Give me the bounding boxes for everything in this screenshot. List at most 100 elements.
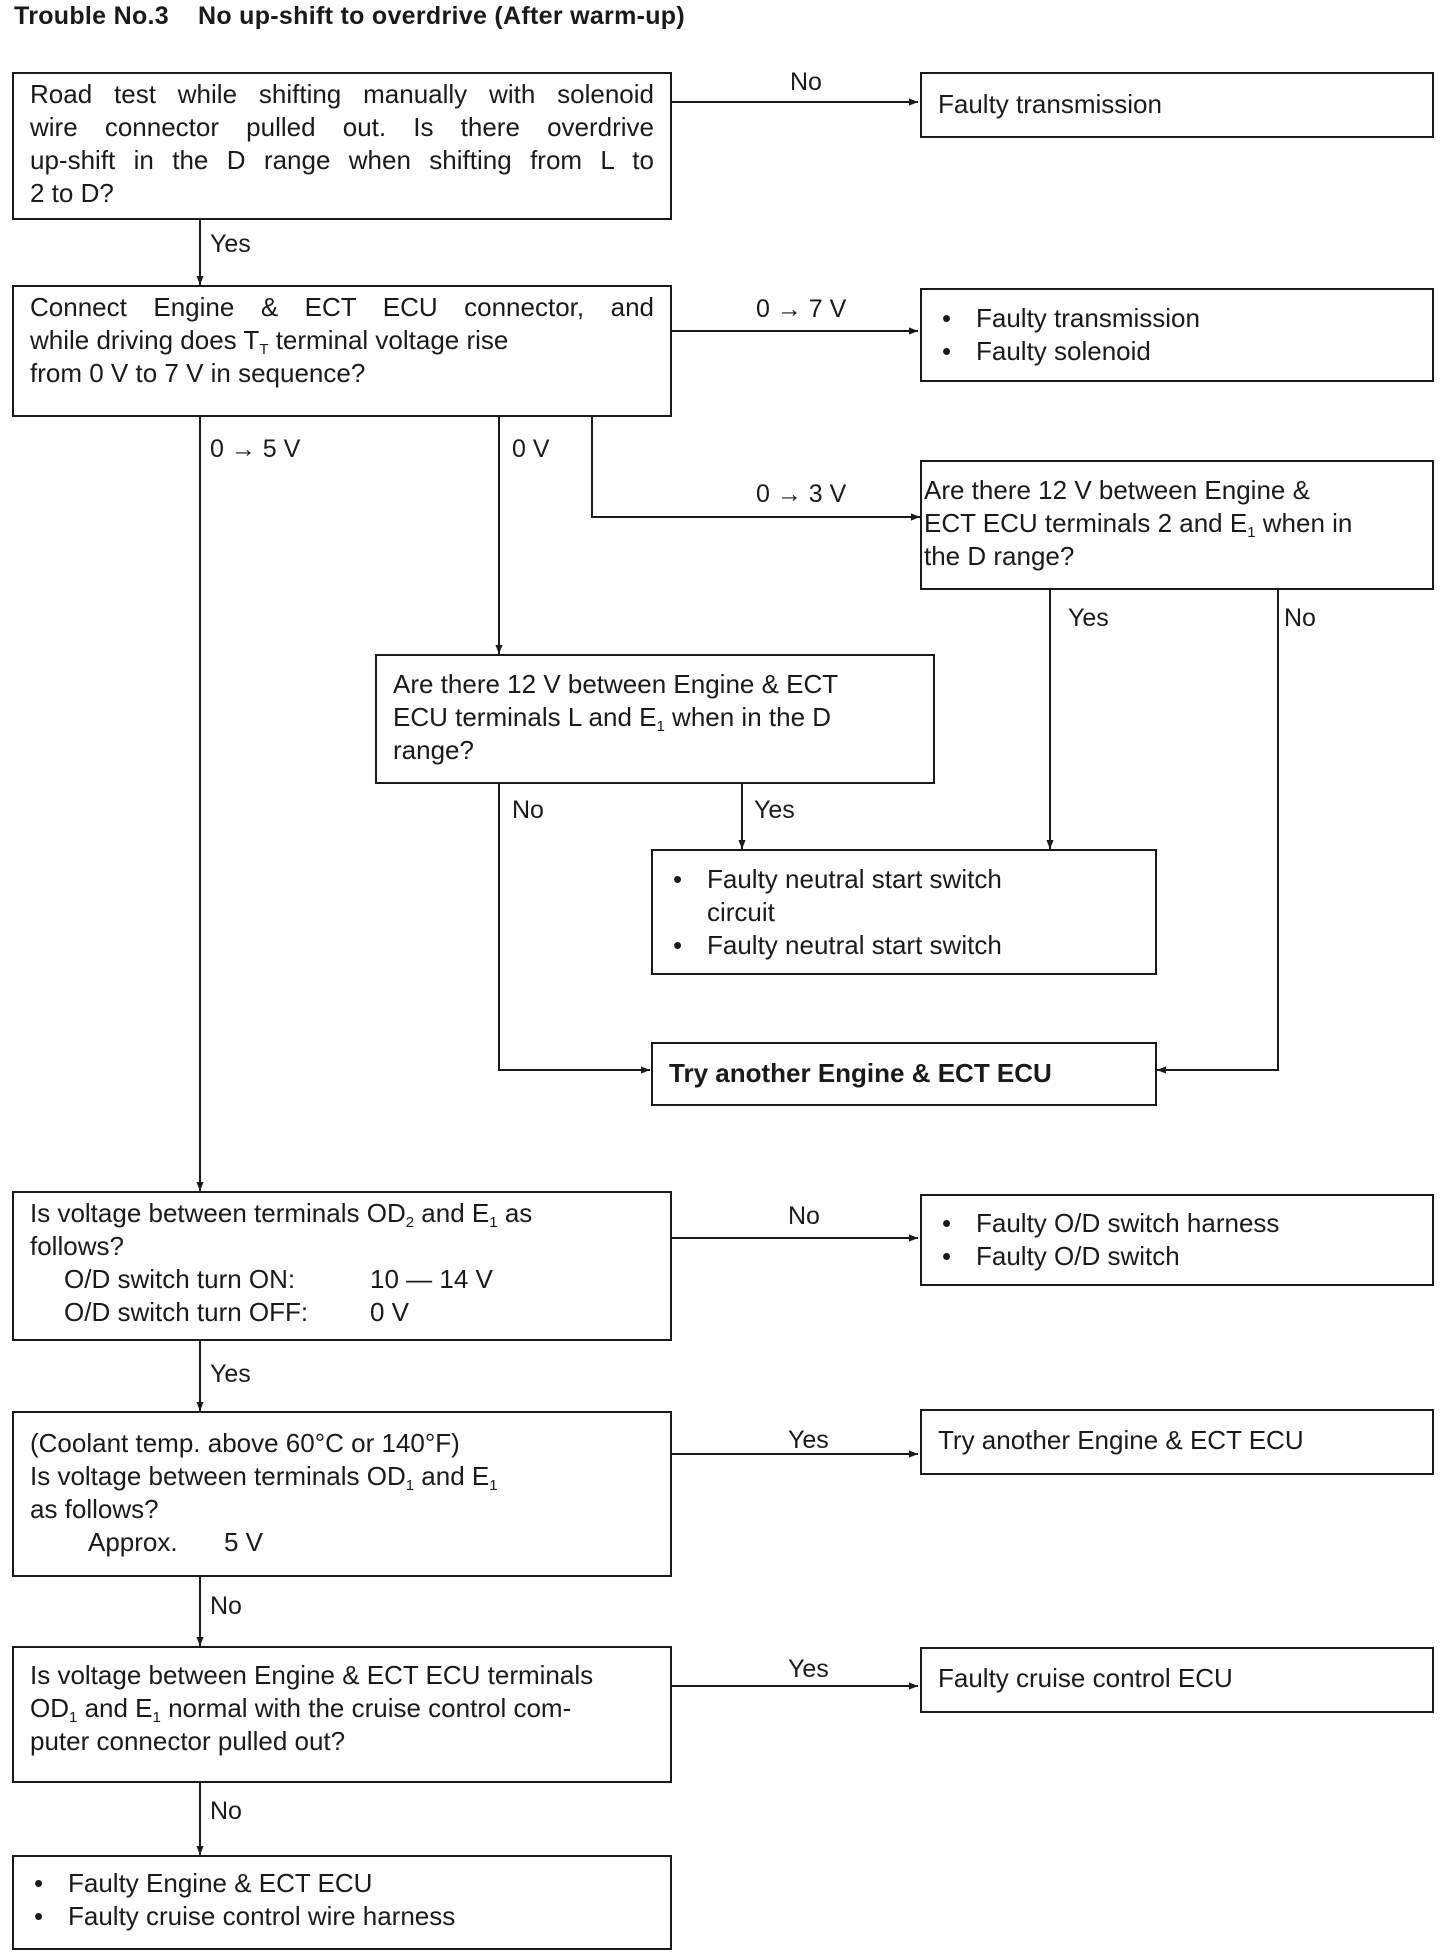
question-box-road-test: Road test while shifting manually with s… (12, 72, 672, 220)
box-text-line: 2 to D? (30, 178, 114, 208)
edge-q3-no (1158, 590, 1279, 1071)
edge-label-q6-no: No (210, 1592, 242, 1620)
box-text-line: Faulty cruise control ECU (938, 1663, 1233, 1693)
edge-label-q7-no: No (210, 1797, 242, 1825)
question-box-terminal-l: Are there 12 V between Engine & ECT ECU … (375, 654, 935, 784)
text-part: 10 — 14 V (370, 1264, 493, 1294)
box-text-line: O/D switch turn ON: 10 — 14 V (30, 1263, 654, 1296)
subscript: 2 (405, 1214, 415, 1231)
text-part: 0 V (370, 1297, 410, 1327)
box-text-line: ECT ECU terminals 2 and E1 when in (924, 507, 1430, 540)
text-part: Approx. (88, 1527, 178, 1557)
subscript: 1 (1247, 524, 1256, 541)
edge-label-q3-yes: Yes (1068, 604, 1109, 632)
bullet-item: Faulty neutral start switch (669, 929, 1139, 962)
box-text-line: Is voltage between terminals OD2 and E1 … (30, 1197, 654, 1230)
edge-label-q6-yes: Yes (788, 1426, 829, 1454)
box-text-line: Faulty transmission (938, 89, 1162, 119)
edge-label-q1-no: No (790, 68, 822, 96)
bullet-text: circuit (707, 897, 775, 927)
box-text-line: while driving does TT terminal voltage r… (30, 324, 654, 357)
box-text-line: Approx. 5 V (30, 1526, 654, 1559)
edge-label-q1-yes: Yes (210, 230, 251, 258)
subscript: T (259, 341, 269, 358)
box-text-line: range? (393, 735, 474, 765)
bullet-item: Faulty Engine & ECT ECU (30, 1867, 654, 1900)
edge-q4-no (498, 784, 650, 1074)
edge-label-q7-yes: Yes (788, 1655, 829, 1683)
box-text-line: O/D switch turn OFF: 0 V (30, 1296, 654, 1329)
edge-label-0to3v: 0 → 3 V (756, 480, 847, 508)
bullet-list: Faulty transmission Faulty solenoid (938, 302, 1416, 368)
text-part: and E (77, 1693, 153, 1723)
text-part: and E (414, 1198, 490, 1228)
edge-q2-0to3 (591, 417, 920, 521)
text-part: O/D switch turn OFF: (64, 1297, 309, 1327)
box-text-line: Is voltage between Engine & ECT ECU term… (30, 1660, 594, 1690)
question-box-terminal-2: Are there 12 V between Engine & ECT ECU … (920, 460, 1434, 590)
result-box-faulty-ecu-harness: Faulty Engine & ECT ECU Faulty cruise co… (12, 1855, 672, 1950)
question-box-od2-voltage: Is voltage between terminals OD2 and E1 … (12, 1191, 672, 1341)
text-part: as (497, 1198, 533, 1228)
box-text-line: ECU terminals L and E1 when in the D (393, 701, 917, 734)
text-part: while driving does T (30, 325, 260, 355)
text-part: ECT ECU terminals 2 and E (924, 508, 1248, 538)
edge-label-q5-yes: Yes (210, 1360, 251, 1388)
edge-label-q4-yes: Yes (754, 796, 795, 824)
result-box-try-another-ecu-2: Try another Engine & ECT ECU (920, 1409, 1434, 1475)
text-part: when in the D (664, 702, 832, 732)
result-box-transmission-solenoid: Faulty transmission Faulty solenoid (920, 288, 1434, 382)
text-part: OD (30, 1693, 69, 1723)
box-text-line: OD1 and E1 normal with the cruise contro… (30, 1692, 662, 1725)
text-part: Is voltage between terminals OD (30, 1461, 406, 1491)
bullet-item: Faulty cruise control wire harness (30, 1900, 654, 1933)
subscript: 1 (489, 1477, 498, 1494)
box-text-line: Road test while shifting manually with s… (30, 79, 654, 109)
box-text-line: Try another Engine & ECT ECU (669, 1058, 1052, 1088)
box-text-line: Try another Engine & ECT ECU (938, 1425, 1304, 1455)
box-text-line: as follows? (30, 1494, 159, 1524)
text-part: O/D switch turn ON: (64, 1264, 296, 1294)
edge-label-q3-no: No (1284, 604, 1316, 632)
text-part: terminal voltage rise (268, 325, 509, 355)
bullet-item: Faulty transmission (938, 302, 1416, 335)
text-part: when in (1255, 508, 1353, 538)
box-text-line: wire connector pulled out. Is there over… (30, 112, 654, 142)
bullet-list: Faulty Engine & ECT ECU Faulty cruise co… (30, 1867, 654, 1933)
text-part: Is voltage between terminals OD (30, 1198, 406, 1228)
question-box-tt-voltage: Connect Engine & ECT ECU connector, and … (12, 285, 672, 417)
subscript: 1 (152, 1709, 161, 1726)
bullet-text: Faulty neutral start switch (707, 864, 1002, 894)
box-text-line: (Coolant temp. above 60°C or 140°F) (30, 1428, 460, 1458)
edge-label-0to7v: 0 → 7 V (756, 295, 847, 323)
box-text-line: Is voltage between terminals OD1 and E1 (30, 1460, 654, 1493)
subscript: 1 (405, 1477, 415, 1494)
box-text-line: follows? (30, 1231, 124, 1261)
question-box-cruise-control: Is voltage between Engine & ECT ECU term… (12, 1646, 672, 1783)
box-text-line: Are there 12 V between Engine & ECT (393, 669, 839, 699)
bullet-item: Faulty O/D switch (938, 1240, 1416, 1273)
edge-label-q4-no: No (512, 796, 544, 824)
bullet-item: Faulty O/D switch harness (938, 1207, 1416, 1240)
result-box-faulty-transmission: Faulty transmission (920, 72, 1434, 138)
text-part: 5 V (224, 1527, 264, 1557)
edge-label-q5-no: No (788, 1202, 820, 1230)
text-part: normal with the cruise control com- (160, 1693, 572, 1723)
subscript: 1 (656, 718, 665, 735)
box-text-line: from 0 V to 7 V in sequence? (30, 358, 366, 388)
subscript: 1 (69, 1709, 78, 1726)
bullet-item: Faulty solenoid (938, 335, 1416, 368)
box-text-line: the D range? (924, 541, 1075, 571)
result-box-try-another-ecu: Try another Engine & ECT ECU (651, 1042, 1157, 1106)
box-text-line: puter connector pulled out? (30, 1726, 346, 1756)
box-text-line: Are there 12 V between Engine & (924, 475, 1310, 505)
result-box-faulty-cruise-ecu: Faulty cruise control ECU (920, 1647, 1434, 1713)
box-text-line: Connect Engine & ECT ECU connector, and (30, 292, 654, 322)
question-box-od1-voltage: (Coolant temp. above 60°C or 140°F) Is v… (12, 1411, 672, 1577)
text-part: and E (414, 1461, 490, 1491)
